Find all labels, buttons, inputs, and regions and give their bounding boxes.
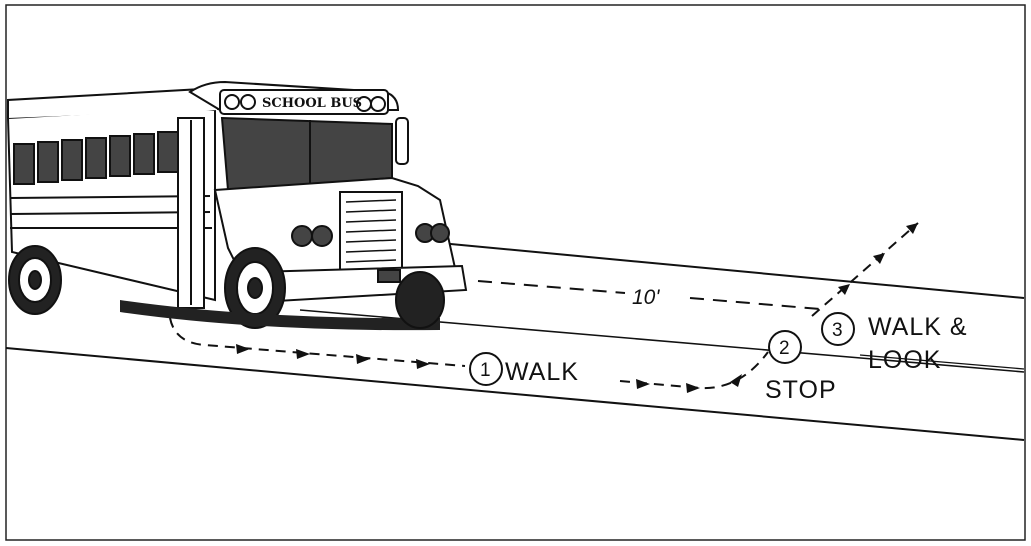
bus-sign-text: SCHOOL BUS <box>262 96 362 111</box>
step-2-circle <box>768 330 802 364</box>
distance-label: 10' <box>632 286 660 309</box>
path-arrowheads <box>236 223 918 393</box>
clearance-line <box>477 280 821 310</box>
bus-side-windows <box>13 131 179 185</box>
bus-warning-lights <box>224 94 386 112</box>
step-3-circle <box>821 312 855 346</box>
road-near-edge <box>5 347 1025 441</box>
road-far-edge <box>439 242 1025 299</box>
road-center-line <box>859 354 1025 370</box>
diagram-border <box>5 4 1026 541</box>
bus-rear-wheel <box>8 245 62 315</box>
step-1-label: WALK <box>505 358 579 386</box>
step-3: 3 WALK & LOOK <box>821 312 968 374</box>
step-2-number: 2 <box>779 338 790 359</box>
step-3-label-line2: LOOK <box>868 346 941 374</box>
step-3-number: 3 <box>832 320 843 341</box>
bus-front-wheel <box>224 247 286 329</box>
bus-headlights <box>291 223 450 247</box>
step-1-circle <box>469 352 503 386</box>
step-2: 2 STOP <box>765 330 837 404</box>
step-1: 1 WALK <box>469 352 579 386</box>
step-1-number: 1 <box>480 360 491 381</box>
school-bus: SCHOOL BUS <box>6 80 468 331</box>
bus-sign-panel <box>219 89 389 115</box>
bus-ground-shadow <box>120 300 440 331</box>
step-3-label-line1: WALK & <box>868 313 968 341</box>
step-2-label: STOP <box>765 376 837 404</box>
walking-path <box>169 222 919 390</box>
